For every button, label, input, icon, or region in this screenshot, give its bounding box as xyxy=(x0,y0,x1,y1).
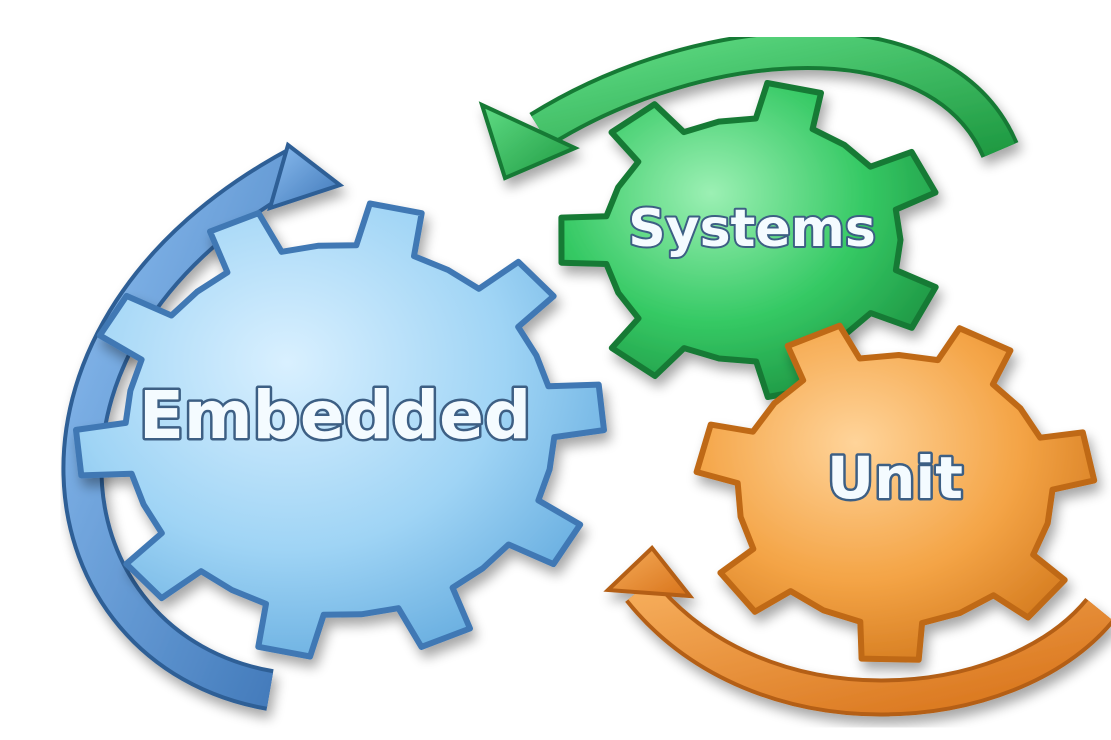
embedded-label: Embedded xyxy=(139,377,531,454)
orange-cycle-arrow xyxy=(603,545,1111,717)
unit-gear: Unit xyxy=(693,322,1098,663)
unit-gear-shape xyxy=(693,322,1098,663)
embedded-gear-shape xyxy=(73,200,607,660)
green-cycle-arrow xyxy=(478,30,1019,181)
systems-gear: Systems xyxy=(558,80,939,400)
systems-gear-shape xyxy=(558,80,939,400)
systems-label: Systems xyxy=(628,199,876,259)
unit-label: Unit xyxy=(827,444,963,512)
embedded-gear: Embedded xyxy=(73,200,607,660)
